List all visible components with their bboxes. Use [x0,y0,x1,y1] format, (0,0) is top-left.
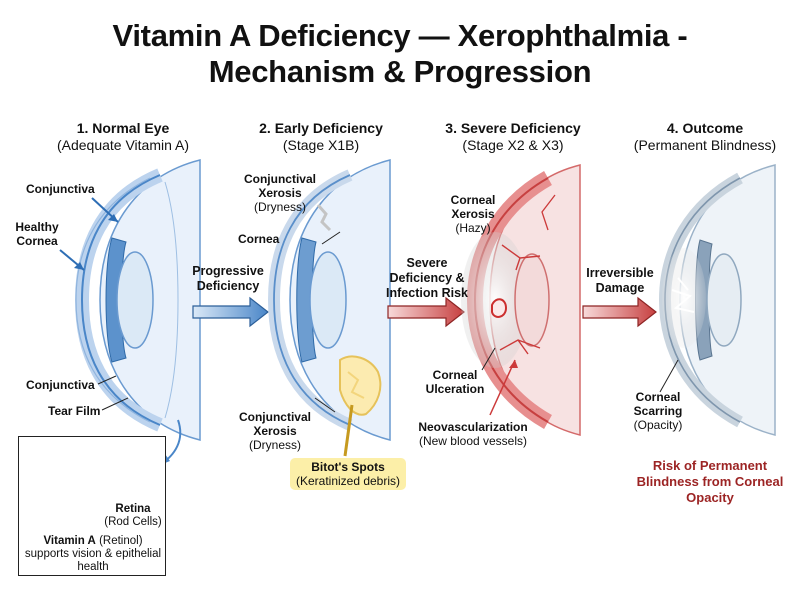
vitamin-a-label: Vitamin A [43,535,96,547]
inset-description-text: supports vision & epithelial health [24,548,162,573]
severe-deficiency-eye-illustration [461,164,581,436]
label-note: (Dryness) [248,438,301,452]
label-name: Bitot's Spots [311,460,385,474]
label-corneal-scarring: Corneal Scarring (Opacity) [626,390,690,432]
stage-early-heading: 2. Early Deficiency (Stage X1B) [226,120,416,154]
stage-severe-heading: 3. Severe Deficiency (Stage X2 & X3) [418,120,608,154]
label-corneal-ulceration: Corneal Ulceration [425,368,485,396]
outcome-eye-illustration [658,164,776,436]
arrow-label-progressive-deficiency: Progressive Deficiency [192,264,264,293]
label-note: (Dryness) [253,200,306,214]
label-note: (Hazy) [455,221,491,235]
label-conjunctiva-top: Conjunctiva [26,182,95,196]
label-note: (Keratinized debris) [295,474,401,488]
retina-label: Retina [115,503,151,515]
label-cornea: Cornea [238,232,280,246]
irreversible-damage-arrow [582,296,657,328]
stage-title: 4. Outcome [666,120,744,136]
label-name: Corneal Xerosis [450,193,496,221]
label-conjunctival-xerosis-top: Conjunctival Xerosis (Dryness) [240,172,320,214]
label-note: (New blood vessels) [418,434,528,448]
label-conjunctival-xerosis-bottom: Conjunctival Xerosis (Dryness) [235,410,315,452]
stage-subtitle: (Stage X1B) [282,137,360,153]
stage-title: 2. Early Deficiency [259,120,383,136]
page-title-line-2: Mechanism & Progression [208,54,592,89]
bitots-spots-callout: Bitot's Spots (Keratinized debris) [290,458,406,490]
page-title-line-1: Vitamin A Deficiency — Xerophthalmia - [112,18,688,53]
retinol-label: (Retinol) [99,535,143,547]
label-name: Corneal Scarring [633,390,683,418]
label-note: (Opacity) [633,418,683,432]
early-deficiency-eye-illustration [267,159,391,457]
label-neovascularization: Neovascularization (New blood vessels) [408,420,538,448]
risk-of-blindness-text: Risk of Permanent Blindness from Corneal… [636,458,784,505]
label-tear-film: Tear Film [48,404,101,418]
label-healthy-cornea: Healthy Cornea [15,220,59,248]
label-conjunctiva-bottom: Conjunctiva [26,378,95,392]
stage-subtitle: (Adequate Vitamin A) [56,137,190,153]
severe-deficiency-arrow [387,296,465,328]
normal-eye-illustration [59,159,201,466]
inset-description: Vitamin A (Retinol) supports vision & ep… [23,535,163,574]
progressive-deficiency-arrow [192,296,269,328]
rod-cells-label: (Rod Cells) [104,516,162,528]
arrow-label-severe-deficiency: Severe Deficiency & Infection Risk [386,256,468,300]
stage-outcome-heading: 4. Outcome (Permanent Blindness) [610,120,800,154]
label-name: Neovascularization [418,420,528,434]
stage-normal-heading: 1. Normal Eye (Adequate Vitamin A) [28,120,218,154]
vitamin-a-inset-box: Retina (Rod Cells) Vitamin A (Retinol) s… [18,436,166,576]
arrow-label-irreversible-damage: Irreversible Damage [586,266,654,295]
stage-title: 3. Severe Deficiency [445,120,581,136]
stage-subtitle: (Stage X2 & X3) [462,137,564,153]
label-corneal-xerosis: Corneal Xerosis (Hazy) [438,193,508,235]
stage-subtitle: (Permanent Blindness) [633,137,777,153]
label-name: Conjunctival Xerosis [238,410,311,438]
stage-title: 1. Normal Eye [76,120,170,136]
inset-retina-label: Retina (Rod Cells) [99,503,167,529]
label-name: Conjunctival Xerosis [243,172,316,200]
